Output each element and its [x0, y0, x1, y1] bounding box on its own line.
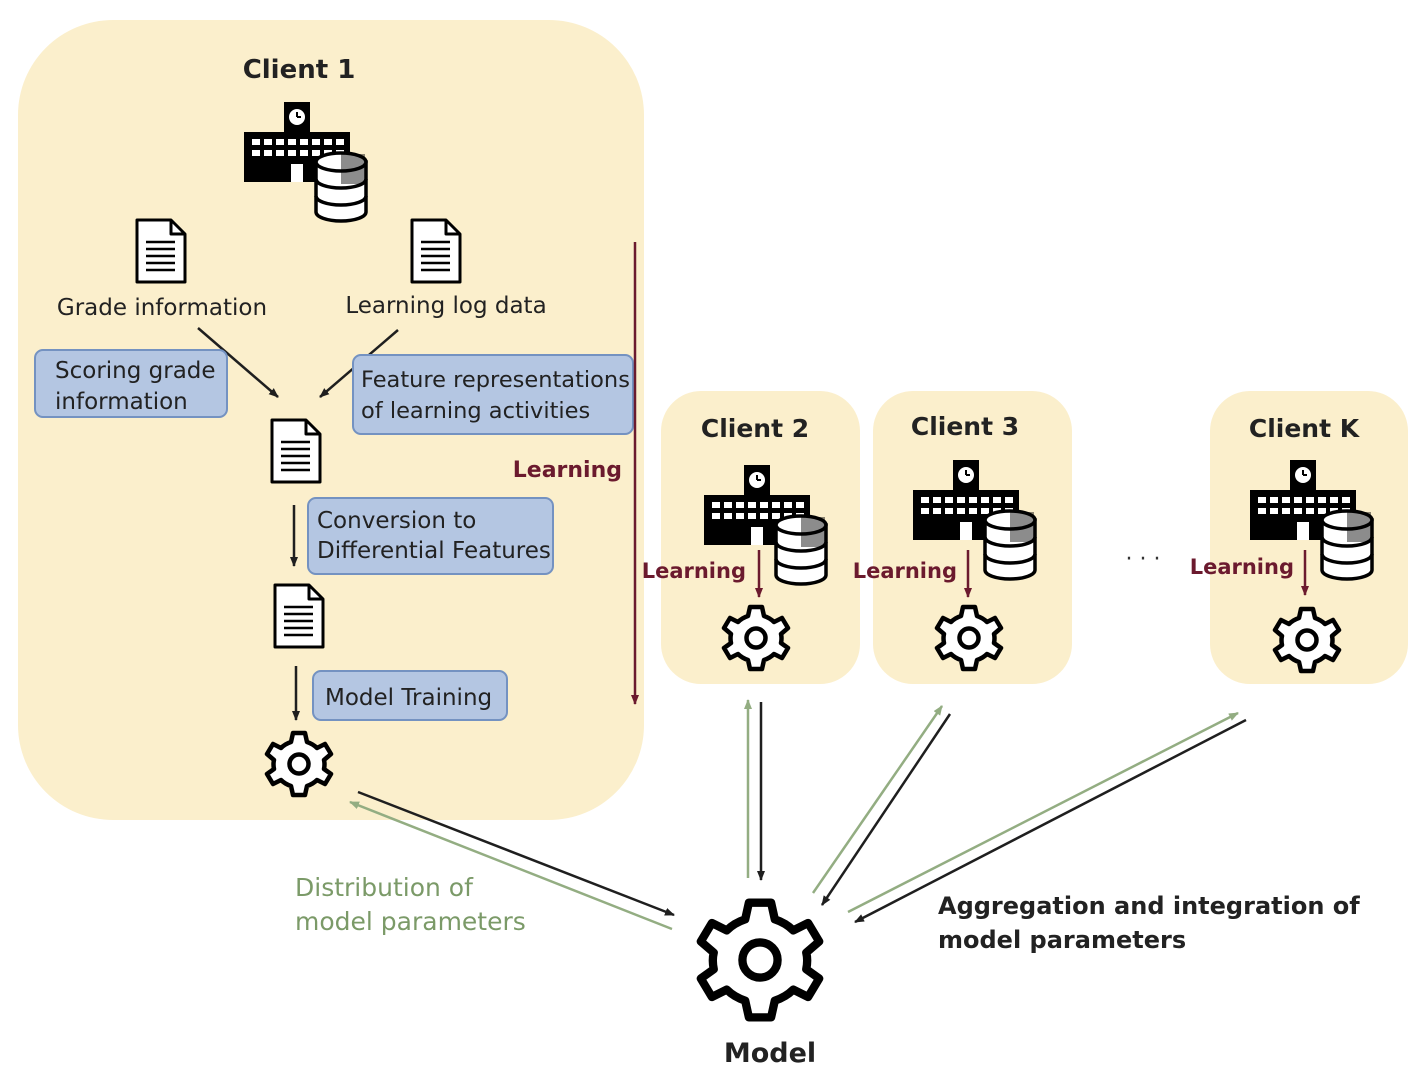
- client-1-panel: [18, 20, 644, 820]
- scoring-grade-line1: Scoring grade: [55, 358, 216, 384]
- conversion-line1: Conversion to: [317, 508, 476, 534]
- grade-information-label: Grade information: [57, 295, 267, 321]
- document-icon: [135, 218, 187, 284]
- distribution-label-line1: Distribution of: [295, 873, 474, 902]
- document-icon: [270, 418, 322, 484]
- conversion-box: [307, 497, 554, 575]
- document-icon: [273, 583, 325, 649]
- arrow-model-to-client1: [349, 800, 673, 931]
- arrow-clientk-to-model: [854, 718, 1247, 924]
- arrow-client3-to-model: [820, 713, 952, 906]
- client-2-title: Client 2: [701, 414, 809, 443]
- learning-label-client-1: Learning: [513, 458, 622, 483]
- aggregation-label-line2: model parameters: [938, 926, 1186, 954]
- arrow-client1-to-model: [357, 790, 675, 917]
- central-model-gear-icon: [701, 903, 819, 1018]
- document-icon: [410, 218, 462, 284]
- arrow-grade-to-doc: [197, 327, 279, 398]
- client-3-title: Client 3: [911, 412, 1019, 441]
- scoring-grade-box: [34, 349, 228, 418]
- model-training-label: Model Training: [325, 685, 492, 711]
- learning-label-client-k: Learning: [1190, 555, 1294, 579]
- feature-representations-line1: Feature representations: [361, 367, 630, 393]
- scoring-grade-line2: information: [55, 389, 188, 415]
- model-label: Model: [724, 1038, 816, 1069]
- ellipsis: · · ·: [1126, 547, 1161, 572]
- learning-label-client-2: Learning: [642, 559, 746, 583]
- learning-label-client-3: Learning: [853, 559, 957, 583]
- client-k-title: Client K: [1249, 414, 1361, 443]
- arrow-model-to-clientk: [847, 711, 1239, 914]
- aggregation-label-line1: Aggregation and integration of: [938, 892, 1360, 920]
- client-1-title: Client 1: [243, 55, 356, 85]
- conversion-line2: Differential Features: [317, 538, 551, 564]
- model-training-box: [312, 670, 508, 721]
- learning-log-data-label: Learning log data: [345, 293, 546, 319]
- distribution-label-line2: model parameters: [295, 907, 526, 936]
- feature-representations-box: [352, 354, 634, 435]
- arrow-model-to-client3: [811, 705, 944, 894]
- feature-representations-line2: of learning activities: [361, 398, 590, 424]
